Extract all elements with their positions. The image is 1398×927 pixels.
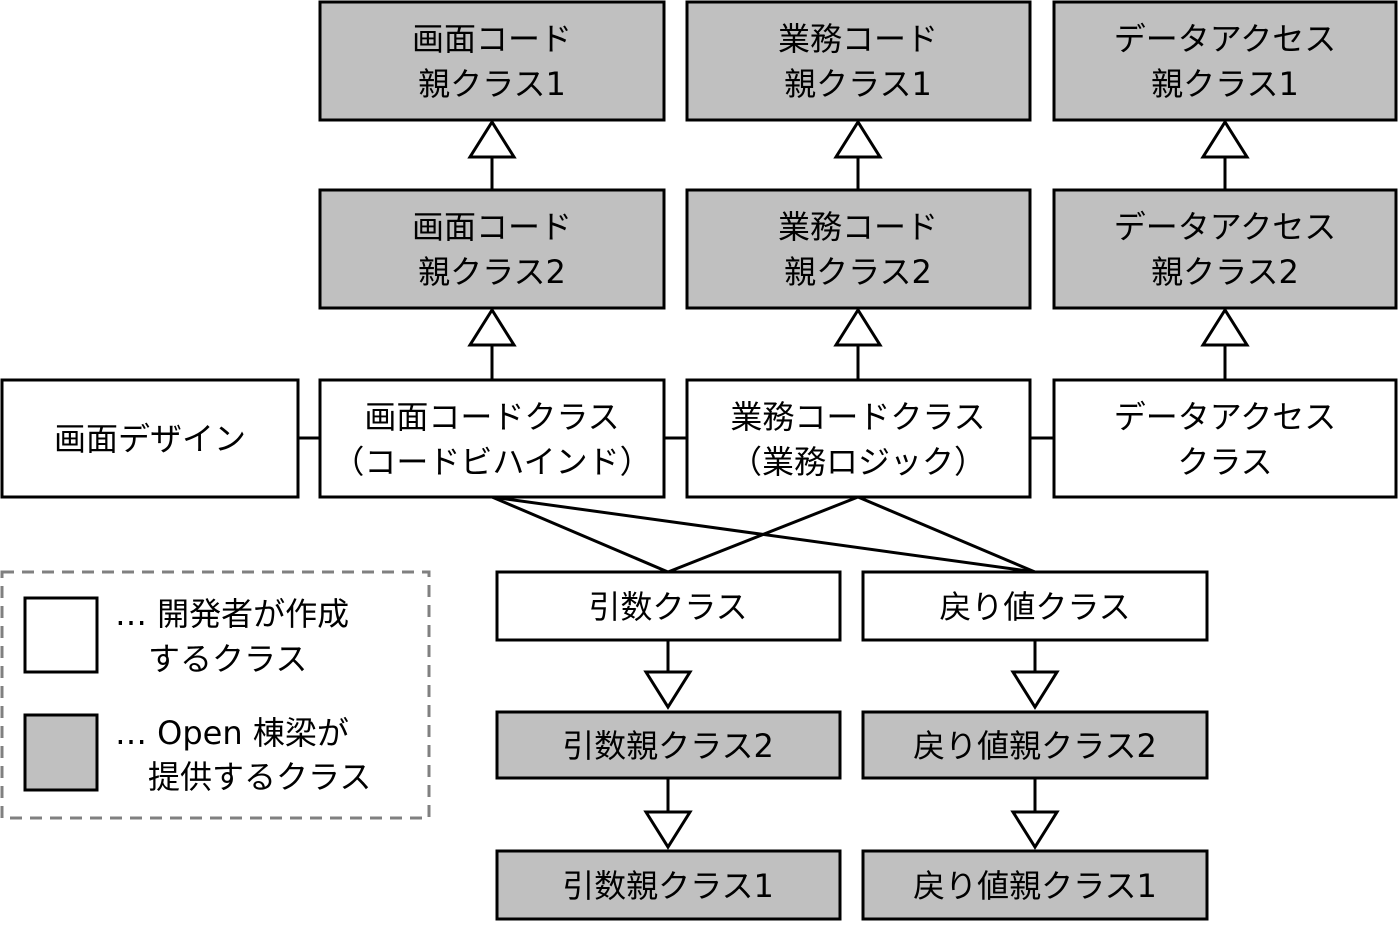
legend-swatch-framework (23, 713, 99, 792)
return-parent1-box: 戻り値親クラス1 (861, 849, 1209, 921)
svg-text:画面コード: 画面コード (412, 208, 572, 246)
business-parent2-box: 業務コード 親クラス2 (685, 188, 1032, 310)
inherit-arrow-icon (467, 307, 517, 347)
svg-text:親クラス2: 親クラス2 (784, 253, 932, 291)
inherit-arrow-icon (833, 307, 883, 347)
screen-design-box: 画面デザイン (0, 378, 300, 499)
svg-text:… Open 棟梁が: … Open 棟梁が (115, 714, 349, 752)
svg-text:引数親クラス1: 引数親クラス1 (562, 867, 774, 905)
data-access-box: データアクセス クラス (1052, 378, 1398, 499)
inherit-arrow-icon (833, 119, 883, 159)
inherit-arrow-icon (467, 119, 517, 159)
svg-text:親クラス2: 親クラス2 (1151, 253, 1299, 291)
inheritance-arrows (467, 119, 1250, 850)
svg-text:クラス: クラス (1177, 443, 1272, 481)
inherit-arrow-icon (643, 670, 693, 710)
arg-parent2-box: 引数親クラス2 (495, 710, 842, 780)
data-parent2-box: データアクセス 親クラス2 (1052, 188, 1398, 310)
screen-code-box: 画面コードクラス （コードビハインド） (318, 378, 666, 499)
svg-text:業務コードクラス: 業務コードクラス (730, 398, 985, 436)
svg-text:業務コード: 業務コード (778, 208, 938, 246)
svg-text:戻り値親クラス2: 戻り値親クラス2 (913, 727, 1157, 765)
svg-text:親クラス1: 親クラス1 (1151, 65, 1299, 103)
legend: … 開発者が作成 するクラス … Open 棟梁が 提供するクラス (0, 570, 431, 820)
arg-parent1-box: 引数親クラス1 (495, 849, 842, 921)
business-code-box: 業務コードクラス （業務ロジック） (685, 378, 1032, 499)
inherit-arrow-icon (1010, 670, 1060, 710)
inherit-arrow-icon (1200, 119, 1250, 159)
return-parent2-box: 戻り値親クラス2 (861, 710, 1209, 780)
svg-text:画面コード: 画面コード (412, 20, 572, 58)
screen-parent2-box: 画面コード 親クラス2 (318, 188, 666, 310)
svg-text:戻り値親クラス1: 戻り値親クラス1 (913, 867, 1157, 905)
inherit-arrow-icon (1010, 810, 1060, 850)
svg-text:親クラス2: 親クラス2 (418, 253, 566, 291)
data-parent1-box: データアクセス 親クラス1 (1052, 0, 1398, 122)
svg-text:親クラス1: 親クラス1 (784, 65, 932, 103)
connectors (298, 157, 1227, 812)
svg-text:するクラス: するクラス (148, 640, 307, 678)
arg-class-box: 引数クラス (495, 570, 842, 642)
svg-text:引数親クラス2: 引数親クラス2 (562, 727, 774, 765)
screen-parent1-box: 画面コード 親クラス1 (318, 0, 666, 122)
svg-text:画面デザイン: 画面デザイン (54, 420, 246, 458)
svg-text:戻り値クラス: 戻り値クラス (939, 588, 1130, 626)
svg-text:データアクセス: データアクセス (1114, 398, 1336, 436)
svg-text:提供するクラス: 提供するクラス (148, 758, 371, 796)
return-class-box: 戻り値クラス (861, 570, 1209, 642)
svg-text:データアクセス: データアクセス (1114, 208, 1336, 246)
svg-text:業務コード: 業務コード (778, 20, 938, 58)
svg-text:親クラス1: 親クラス1 (418, 65, 566, 103)
inherit-arrow-icon (643, 810, 693, 850)
svg-text:… 開発者が作成: … 開発者が作成 (115, 595, 349, 633)
svg-text:画面コードクラス: 画面コードクラス (364, 398, 619, 436)
legend-swatch-developer (23, 596, 99, 674)
business-parent1-box: 業務コード 親クラス1 (685, 0, 1032, 122)
svg-text:データアクセス: データアクセス (1114, 20, 1336, 58)
svg-text:（コードビハインド）: （コードビハインド） (332, 443, 651, 481)
svg-text:（業務ロジック）: （業務ロジック） (730, 443, 986, 481)
svg-text:引数クラス: 引数クラス (588, 588, 747, 626)
inherit-arrow-icon (1200, 307, 1250, 347)
